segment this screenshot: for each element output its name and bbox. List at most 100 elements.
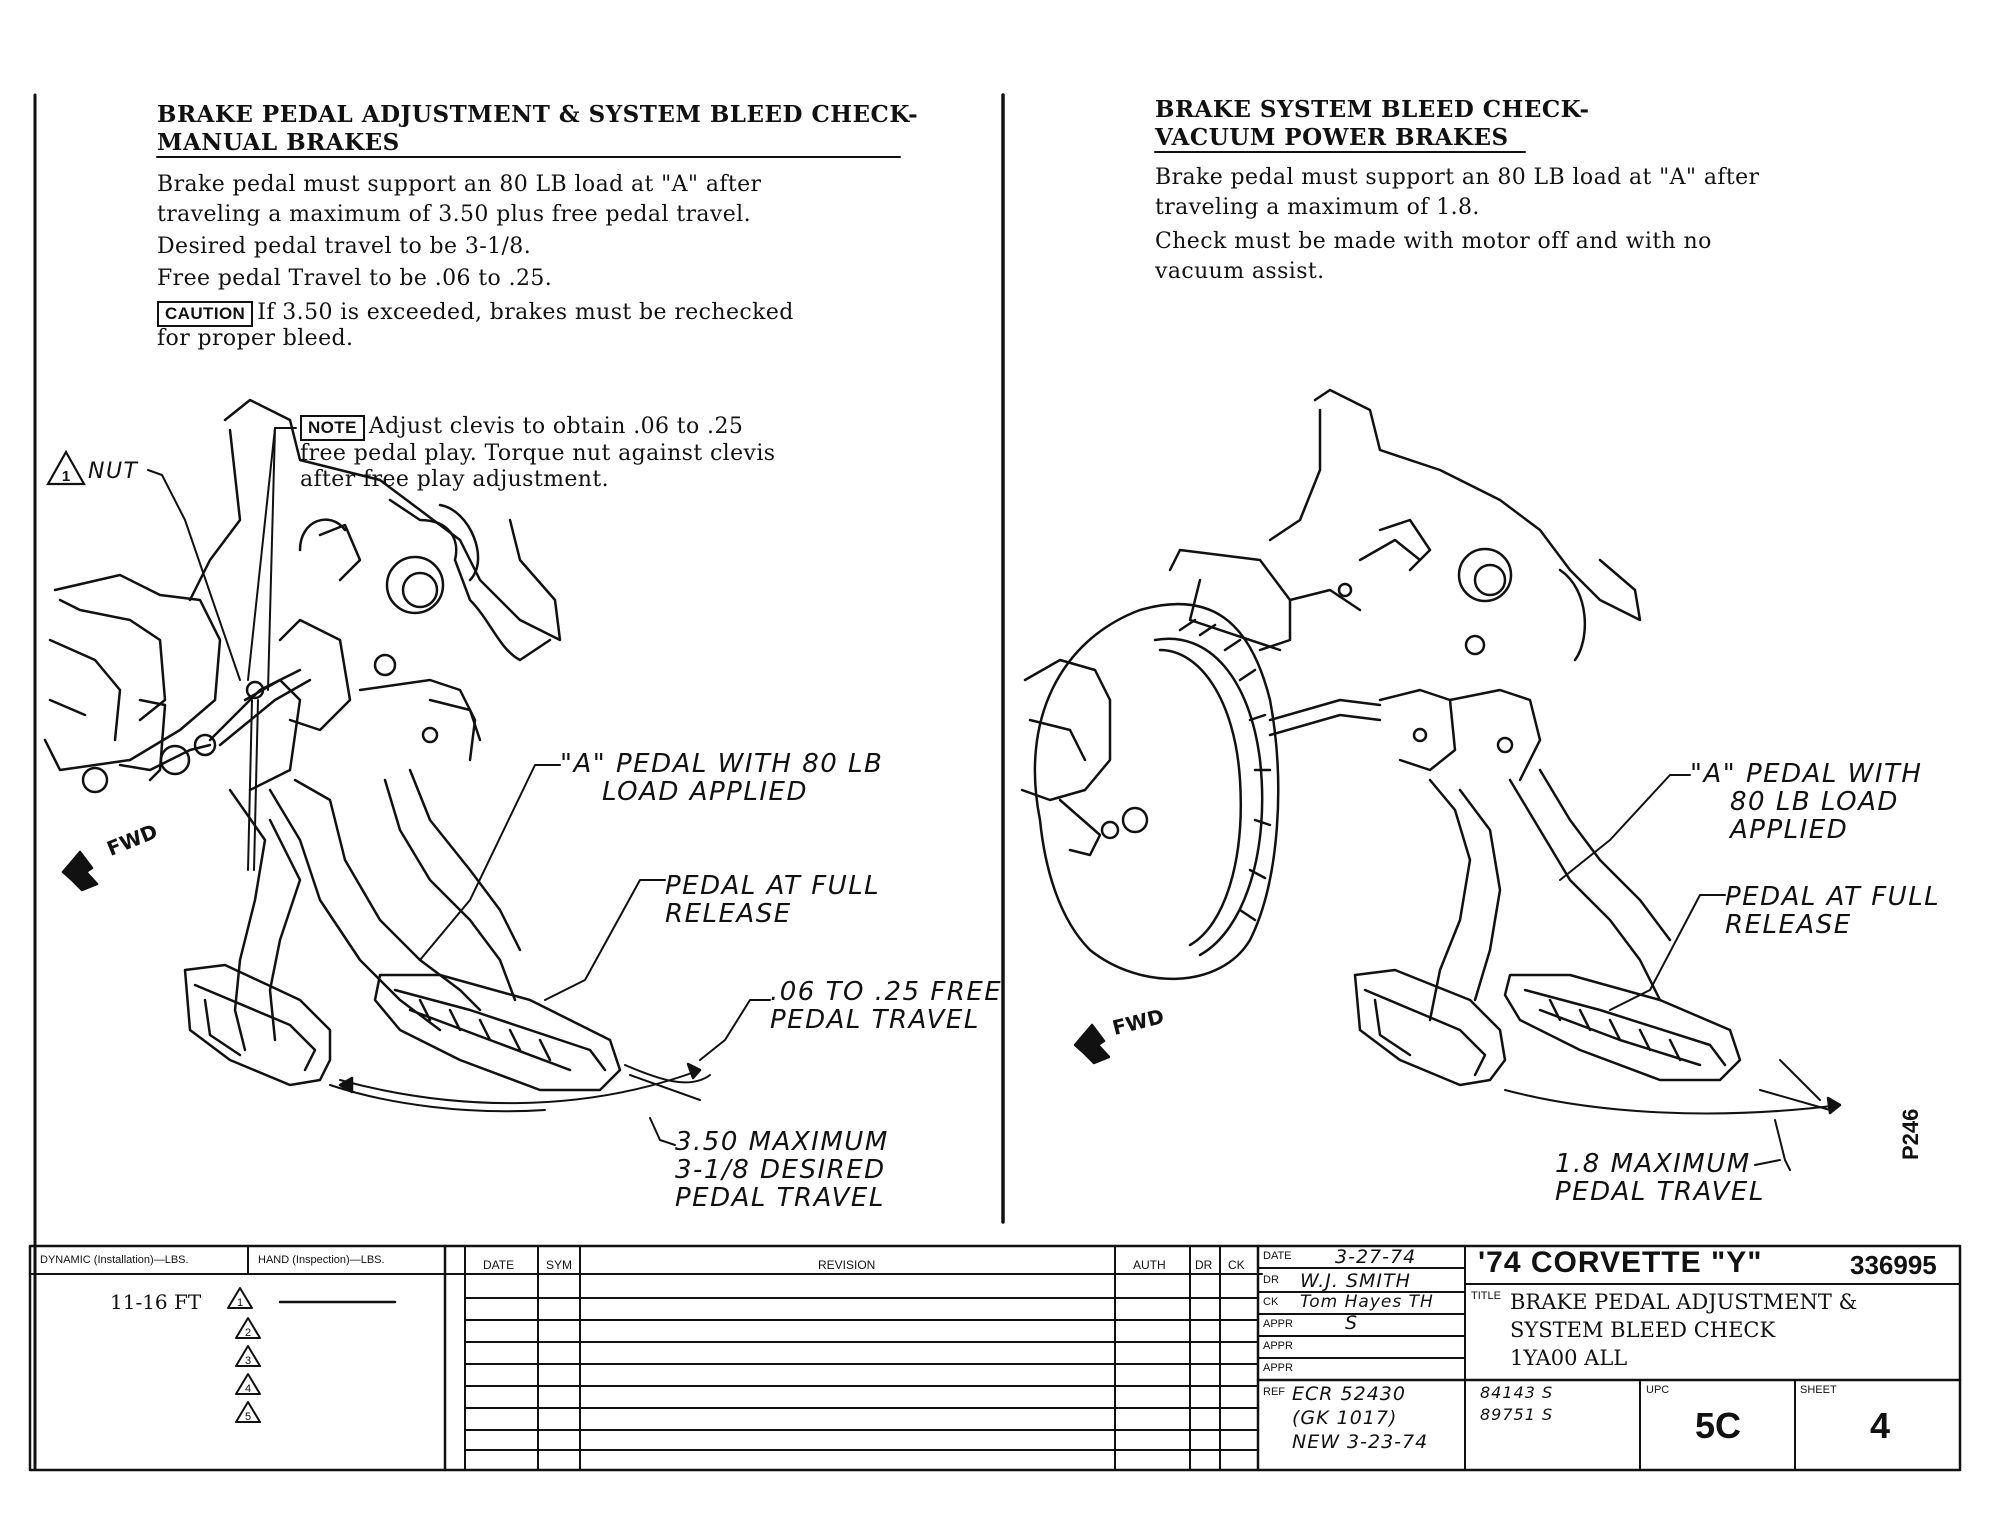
- left-caution-line2: for proper bleed.: [157, 326, 354, 351]
- right-callout-max-line1: 1.8 MAXIMUM: [1555, 1149, 1751, 1179]
- right-para1-line1: Brake pedal must support an 80 LB load a…: [1155, 165, 1760, 190]
- title-label: TITLE: [1471, 1290, 1501, 1302]
- right-para1-line2: traveling a maximum of 1.8.: [1155, 195, 1480, 220]
- ecn-line2: 89751 S: [1480, 1405, 1554, 1424]
- hdr-ck: CK: [1228, 1258, 1245, 1272]
- ref-line1: ECR 52430: [1292, 1383, 1406, 1405]
- right-callout-max-travel: 1.8 MAXIMUM PEDAL TRAVEL: [1555, 1150, 1765, 1206]
- ref-label: REF: [1263, 1386, 1285, 1398]
- drawing-title-line3: 1YA00 ALL: [1510, 1346, 1628, 1370]
- drawing-title-line1: BRAKE PEDAL ADJUSTMENT &: [1510, 1290, 1858, 1314]
- model-name: '74 CORVETTE "Y": [1478, 1246, 1763, 1279]
- left-callout-a-line1: "A" PEDAL WITH 80 LB: [560, 749, 884, 779]
- date-label: DATE: [1263, 1250, 1292, 1262]
- right-para2-line2: vacuum assist.: [1155, 259, 1325, 284]
- left-para1-line1: Brake pedal must support an 80 LB load a…: [157, 172, 762, 197]
- nut-flag-triangle: [46, 449, 86, 486]
- left-caution-line1: If 3.50 is exceeded, brakes must be rech…: [257, 300, 794, 325]
- note-line3: after free play adjustment.: [300, 467, 609, 492]
- note-line1: Adjust clevis to obtain .06 to .25: [368, 414, 744, 439]
- right-section-title: BRAKE SYSTEM BLEED CHECK- VACUUM POWER B…: [1155, 96, 1590, 152]
- left-para3: Free pedal Travel to be .06 to .25.: [157, 266, 553, 291]
- left-callout-max-line3: PEDAL TRAVEL: [675, 1183, 885, 1213]
- left-section-title: BRAKE PEDAL ADJUSTMENT & SYSTEM BLEED CH…: [157, 101, 918, 157]
- left-title-line2: MANUAL BRAKES: [157, 129, 400, 156]
- left-callout-full-release: PEDAL AT FULL RELEASE: [665, 872, 880, 928]
- nut-label: NUT: [88, 459, 139, 484]
- sheet-label: SHEET: [1800, 1384, 1837, 1396]
- left-callout-max-line2: 3-1/8 DESIRED: [675, 1155, 886, 1185]
- left-para2: Desired pedal travel to be 3-1/8.: [157, 234, 532, 259]
- torque-tri-1: 1: [237, 1297, 243, 1309]
- hdr-revision: REVISION: [818, 1258, 876, 1272]
- right-callout-a-line2: 80 LB LOAD: [1730, 787, 1899, 817]
- manual-brake-illustration: [43, 398, 771, 1146]
- title-block-grid: [28, 1244, 1962, 1472]
- right-title-line1: BRAKE SYSTEM BLEED CHECK-: [1155, 96, 1590, 123]
- left-instructions: Brake pedal must support an 80 LB load a…: [157, 170, 917, 354]
- power-brake-illustration: [1020, 388, 1842, 1171]
- left-title-line1: BRAKE PEDAL ADJUSTMENT & SYSTEM BLEED CH…: [157, 101, 919, 128]
- left-callout-release-line1: PEDAL AT FULL: [665, 871, 881, 901]
- part-number: 336995: [1850, 1250, 1937, 1280]
- right-callout-full-release: PEDAL AT FULL RELEASE: [1725, 883, 1940, 939]
- plate-code: P246: [1898, 1108, 1923, 1160]
- sheet-value: 4: [1870, 1405, 1891, 1446]
- note-line2: free pedal play. Torque nut against clev…: [300, 441, 776, 466]
- right-callout-a-line3: APPLIED: [1730, 815, 1849, 845]
- upc-label: UPC: [1646, 1384, 1670, 1396]
- right-instructions: Brake pedal must support an 80 LB load a…: [1155, 163, 1915, 287]
- drawing-title-line2: SYSTEM BLEED CHECK: [1510, 1318, 1776, 1342]
- left-callout-max-travel: 3.50 MAXIMUM 3-1/8 DESIRED PEDAL TRAVEL: [675, 1128, 889, 1212]
- ref-notes: ECR 52430 (GK 1017) NEW 3-23-74: [1292, 1382, 1428, 1454]
- right-callout-a-line1: "A" PEDAL WITH: [1690, 759, 1923, 789]
- ref-line2: (GK 1017): [1292, 1407, 1398, 1429]
- dr-label: DR: [1263, 1274, 1279, 1286]
- nut-flag-number: 1: [62, 468, 70, 485]
- left-callout-free-line1: .06 TO .25 FREE: [770, 977, 1003, 1007]
- hdr-date: DATE: [483, 1258, 515, 1272]
- right-para2-line1: Check must be made with motor off and wi…: [1155, 229, 1712, 254]
- hdr-auth: AUTH: [1133, 1258, 1166, 1272]
- right-callout-release-line1: PEDAL AT FULL: [1725, 882, 1941, 912]
- ecn-notes: 84143 S 89751 S: [1480, 1382, 1553, 1426]
- ck-label: CK: [1263, 1296, 1279, 1308]
- left-callout-free-line2: PEDAL TRAVEL: [770, 1005, 980, 1035]
- ecn-line1: 84143 S: [1480, 1383, 1554, 1402]
- left-callout-release-line2: RELEASE: [665, 899, 792, 929]
- torque-tri-5: 5: [245, 1411, 251, 1423]
- caution-badge: CAUTION: [157, 301, 254, 327]
- ref-line3: NEW 3-23-74: [1292, 1431, 1429, 1453]
- torque-spec: 11-16 FT: [110, 1290, 202, 1314]
- right-title-line2: VACUUM POWER BRAKES: [1155, 124, 1509, 151]
- note-badge: NOTE: [300, 415, 365, 441]
- right-callout-pedal-a: "A" PEDAL WITH 80 LB LOAD APPLIED: [1690, 760, 1922, 844]
- appr2-label: APPR: [1263, 1340, 1293, 1352]
- hdr-sym: SYM: [546, 1258, 573, 1272]
- appr-value: S: [1345, 1312, 1359, 1334]
- left-callout-max-line1: 3.50 MAXIMUM: [675, 1127, 889, 1157]
- drawing-title: BRAKE PEDAL ADJUSTMENT & SYSTEM BLEED CH…: [1510, 1288, 1857, 1372]
- appr3-label: APPR: [1263, 1362, 1293, 1374]
- left-callout-a-line2: LOAD APPLIED: [602, 777, 808, 807]
- hdr-hand: HAND (Inspection)—LBS.: [258, 1254, 385, 1266]
- torque-tri-4: 4: [245, 1383, 251, 1395]
- ck-value: Tom Hayes TH: [1300, 1292, 1434, 1312]
- hdr-dynamic: DYNAMIC (Installation)—LBS.: [40, 1254, 189, 1266]
- right-callout-max-line2: PEDAL TRAVEL: [1555, 1177, 1765, 1207]
- upc-value: 5C: [1695, 1405, 1742, 1446]
- torque-tri-2: 2: [245, 1327, 251, 1339]
- appr-label: APPR: [1263, 1318, 1293, 1330]
- left-callout-free-travel: .06 TO .25 FREE PEDAL TRAVEL: [770, 978, 1002, 1034]
- fwd-arrow-right: [1073, 1023, 1111, 1065]
- dr-value: W.J. SMITH: [1300, 1270, 1411, 1292]
- left-para1-line2: traveling a maximum of 3.50 plus free pe…: [157, 202, 751, 227]
- left-callout-pedal-a: "A" PEDAL WITH 80 LB LOAD APPLIED: [560, 750, 883, 806]
- torque-tri-3: 3: [245, 1355, 251, 1367]
- fwd-arrow-left: [61, 850, 99, 892]
- date-value: 3-27-74: [1335, 1246, 1417, 1268]
